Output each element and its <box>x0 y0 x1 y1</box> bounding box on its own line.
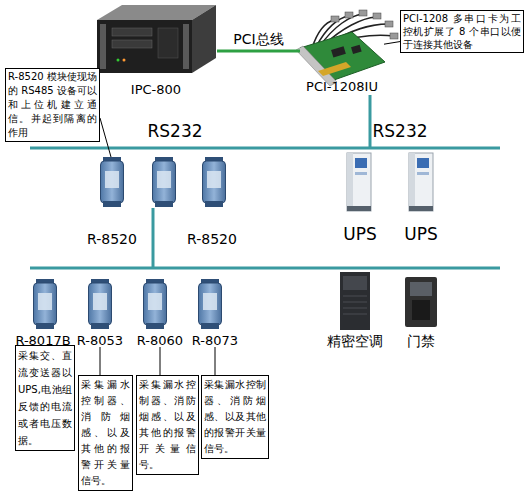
leader-line <box>100 347 101 375</box>
callout-box: R-8520 模块使现场的 RS485 设备可以和上位机建立通信。并起到隔离的作… <box>5 68 100 142</box>
access-screen <box>410 282 432 296</box>
io-module <box>203 157 226 207</box>
drive-bay <box>112 40 152 48</box>
callout-text: PCI-1208 多串口卡为工控机扩展了 8 个串口以便于连接其他设备 <box>403 12 521 51</box>
leader-line <box>215 347 216 375</box>
pc-door <box>158 28 178 58</box>
callout-text: R-8520 模块使现场的 RS485 设备可以和上位机建立通信。并起到隔离的作… <box>8 70 97 140</box>
ac-vent <box>343 296 367 297</box>
access-keypad <box>412 300 430 320</box>
chip <box>351 45 362 54</box>
io-module <box>144 279 167 329</box>
db9-connector <box>385 21 393 27</box>
drive-bay <box>112 28 152 36</box>
device-name: UPS <box>361 224 481 244</box>
callout-box: 采集交、直流变送器以UPS,电池组反馈的电流或者电压数据。 <box>15 345 75 451</box>
pci-bus <box>217 50 300 53</box>
ups-cabinet <box>409 153 433 211</box>
device-name: IPC-800 <box>131 82 181 97</box>
gold-fingers <box>318 62 351 76</box>
callout-box: 采集漏水控制器、消防烟感、以及其他的报警开关量信号。 <box>201 375 269 459</box>
bus-name: RS232 <box>340 121 460 141</box>
pc-handle <box>183 24 189 69</box>
bus-drop <box>369 95 372 148</box>
device-name: 精密空调 <box>295 333 415 351</box>
callout-text: 采集漏水控制器、消防烟感、以及其他的报警开关量信号。 <box>139 377 196 473</box>
db9-connector <box>359 10 367 16</box>
io-module <box>153 157 176 207</box>
module-name: R-8073 <box>155 333 275 348</box>
callout-box: PCI-1208 多串口卡为工控机扩展了 8 个串口以便于连接其他设备 <box>400 10 524 53</box>
rs485-bus <box>30 267 500 270</box>
callout-text: 采集交、直流变送器以UPS,电池组反馈的电流或者电压数据。 <box>18 347 72 449</box>
ups-cabinet <box>347 153 371 211</box>
leader-line <box>384 42 400 45</box>
io-module <box>89 279 112 329</box>
access-control <box>405 277 437 327</box>
bus-label: PCI总线 <box>209 31 309 49</box>
callout-box: 采集漏水控制器、消防烟感、以及其他的报警开关量信号。 <box>136 375 199 475</box>
callout-text: 采集漏水控制器、消防烟感、以及其他的报警开关量信号。 <box>204 377 266 457</box>
db9-connector <box>373 13 381 19</box>
ac-vent <box>343 302 367 303</box>
io-module <box>199 279 222 329</box>
pc-led <box>123 59 126 62</box>
pc-handle <box>100 24 106 69</box>
device-name: 门禁 <box>361 333 481 351</box>
device-name: PCI-1208IU <box>306 79 378 94</box>
ac-vent <box>343 308 367 309</box>
callout-box: 采集漏水控制器、消防烟感、以及其他的报警开关量信号。 <box>78 375 133 491</box>
module-name: R-8520 <box>152 231 272 247</box>
db9-connector <box>331 16 339 22</box>
device-name: UPS <box>300 224 420 244</box>
callout-text: 采集漏水控制器、消防烟感、以及其他的报警开关量信号。 <box>81 377 130 489</box>
ac-panel <box>343 276 367 290</box>
device-unit: IPC-800 <box>95 5 217 97</box>
rs232-bus <box>30 147 500 150</box>
leader-line <box>100 118 111 157</box>
pc-front <box>97 20 192 73</box>
ac-vent <box>343 314 367 315</box>
io-module <box>101 157 124 207</box>
db9-connector <box>345 12 353 18</box>
pc-led <box>117 59 120 62</box>
device-unit: PCI-1208IU <box>300 8 384 94</box>
module-name: R-8520 <box>52 231 172 247</box>
air-conditioner <box>340 272 370 330</box>
db9-connector <box>390 33 398 39</box>
chip <box>331 46 346 57</box>
pc-side <box>192 5 216 73</box>
bus-drop <box>152 208 155 268</box>
io-module <box>34 279 57 329</box>
bus-name: RS232 <box>115 121 235 141</box>
leader-line <box>160 347 161 375</box>
